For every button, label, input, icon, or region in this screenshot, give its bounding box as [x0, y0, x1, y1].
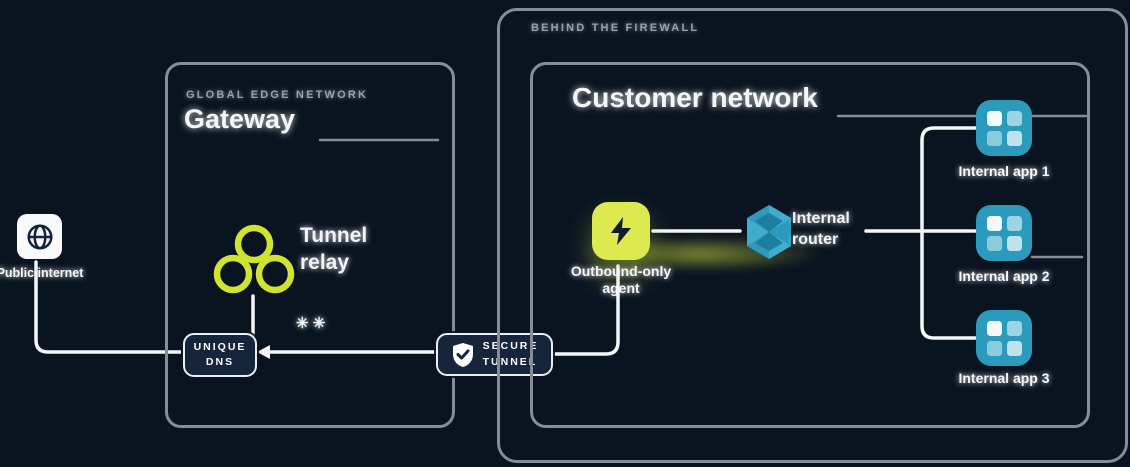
app-label-1: Internal app 1 [958, 163, 1050, 179]
app-label-2: Internal app 2 [958, 268, 1050, 284]
agent-caption-line2: agent [602, 280, 640, 296]
app-grid-icon [986, 320, 1002, 336]
router-label-line1: Internal [792, 210, 850, 227]
wire-tunnel-to-agent [538, 264, 620, 356]
dns-marks: ✳ ✳ [296, 315, 326, 332]
app-label-3: Internal app 3 [958, 370, 1050, 386]
wire-bracket-to-app1 [920, 126, 977, 233]
relay-label-line2: relay [300, 251, 350, 274]
relay-label-line1: Tunnel [300, 224, 368, 247]
unique-dns-badge: UNIQUE DNS [183, 333, 257, 377]
agent-caption-line1: Outbound-only [570, 263, 672, 279]
unique-dns-line1: UNIQUE [193, 340, 247, 353]
customer-title: Customer network [572, 82, 818, 113]
router-label-line2: router [792, 231, 839, 248]
secure-tunnel-badge: SECURE TUNNEL [436, 333, 553, 376]
globe-icon [27, 224, 52, 249]
globe-tile [17, 214, 62, 259]
gateway-box [165, 62, 455, 428]
agent-tile [592, 202, 650, 260]
lightning-icon [611, 217, 631, 245]
app-tile-3 [976, 310, 1032, 366]
secure-tunnel-line1: SECURE [482, 340, 539, 353]
secure-tunnel-line2: TUNNEL [482, 355, 538, 368]
internet-label: Public internet [0, 266, 84, 280]
customer-inner-box [530, 62, 1090, 428]
gateway-eyebrow: GLOBAL EDGE NETWORK [186, 89, 369, 101]
shield-check-icon [452, 342, 473, 367]
app-grid-icon [986, 110, 1002, 126]
gateway-title: Gateway [184, 104, 296, 134]
customer-outer-box [497, 8, 1128, 463]
router-hexagon-icon [747, 205, 791, 259]
customer-eyebrow: BEHIND THE FIREWALL [531, 22, 700, 34]
wire-bracket-to-app3 [920, 229, 977, 340]
app-tile-1 [976, 100, 1032, 156]
app-grid-icon [986, 215, 1002, 231]
arrowhead-into-dns [257, 345, 270, 359]
tunnel-relay-icon [211, 222, 297, 296]
app-tile-2 [976, 205, 1032, 261]
unique-dns-line2: DNS [205, 356, 235, 368]
wire-globe-to-dns [34, 260, 182, 354]
